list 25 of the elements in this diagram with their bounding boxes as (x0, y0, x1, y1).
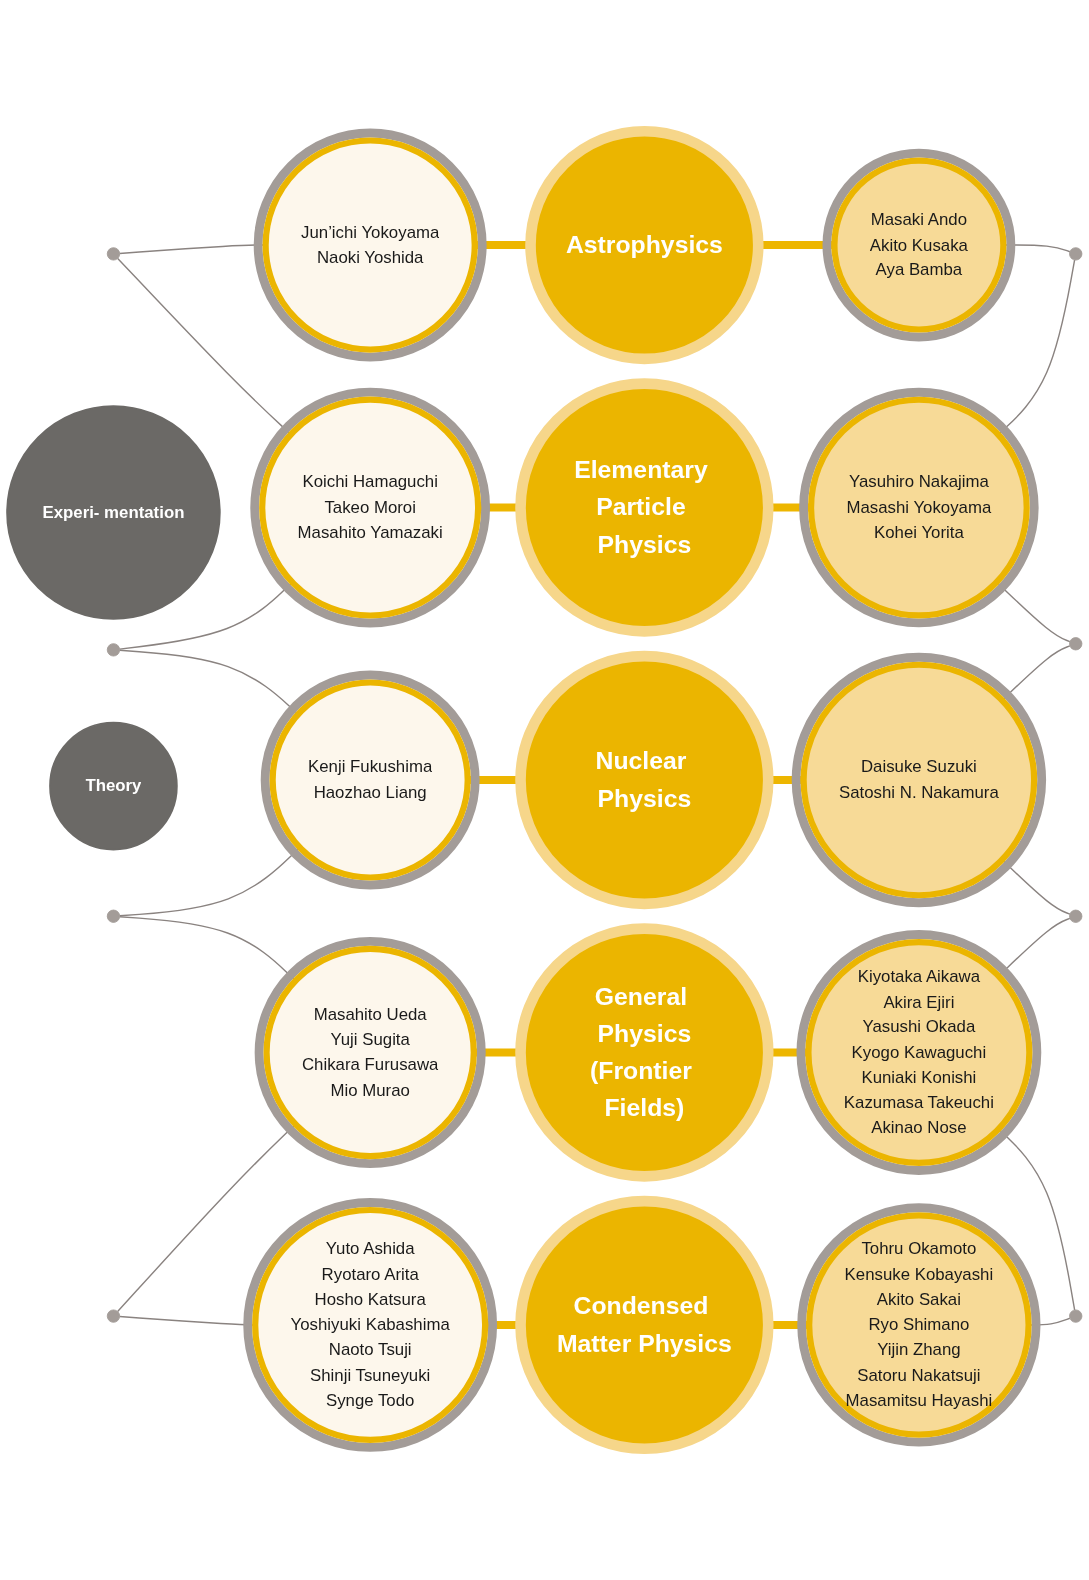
node-circle: General Physics (Frontier Fields) (515, 923, 774, 1182)
node-circle: Jun’ichi Yokoyama Naoki Yoshida (253, 128, 487, 362)
node-circle: Masahito Ueda Yuji Sugita Chikara Furusawa Mio Murao (254, 936, 486, 1168)
node-circle: Nuclear Physics (515, 650, 774, 910)
node-circle: Experi- mentation (6, 405, 221, 620)
node-circle (1069, 247, 1083, 261)
node-circle (106, 247, 121, 261)
node-circle (1069, 637, 1083, 651)
node-circle (106, 909, 121, 923)
node-circle: Theory (49, 721, 178, 851)
node-circle (106, 1309, 121, 1323)
node-circle (1069, 1309, 1083, 1323)
node-circle: Kenji Fukushima Haozhao Liang (260, 670, 480, 890)
node-circle: Yuto Ashida Ryotaro Arita Hosho Katsura Yoshiyuki Kabashima Naoto Tsuji Shinji Tsuneyuki Synge Todo (243, 1198, 498, 1452)
node-circle (106, 643, 121, 657)
node-circle: Masaki Ando Akito Kusaka Aya Bamba (822, 148, 1016, 342)
node-circle: Condensed Matter Physics (515, 1195, 774, 1455)
node-circle: Astrophysics (525, 125, 764, 365)
node-circle: Yasuhiro Nakajima Masashi Yokoyama Kohei Yorita (799, 387, 1039, 628)
node-circle: Tohru Okamoto Kensuke Kobayashi Akito Sakai Ryo Shimano Yijin Zhang Satoru Nakatsuji Masamitsu Hayashi (797, 1203, 1041, 1447)
node-circle: Elementary Particle Physics (515, 378, 774, 637)
node-circle: Koichi Hamaguchi Takeo Moroi Masahito Yamazaki (250, 387, 491, 628)
node-circle (1069, 909, 1083, 923)
node-circle: Daisuke Suzuki Satoshi N. Nakamura (791, 652, 1047, 908)
node-circle: Kiyotaka Aikawa Akira Ejiri Yasushi Okada Kyogo Kawaguchi Kuniaki Konishi Kazumasa Takeuchi Akinao Nose (796, 930, 1042, 1175)
